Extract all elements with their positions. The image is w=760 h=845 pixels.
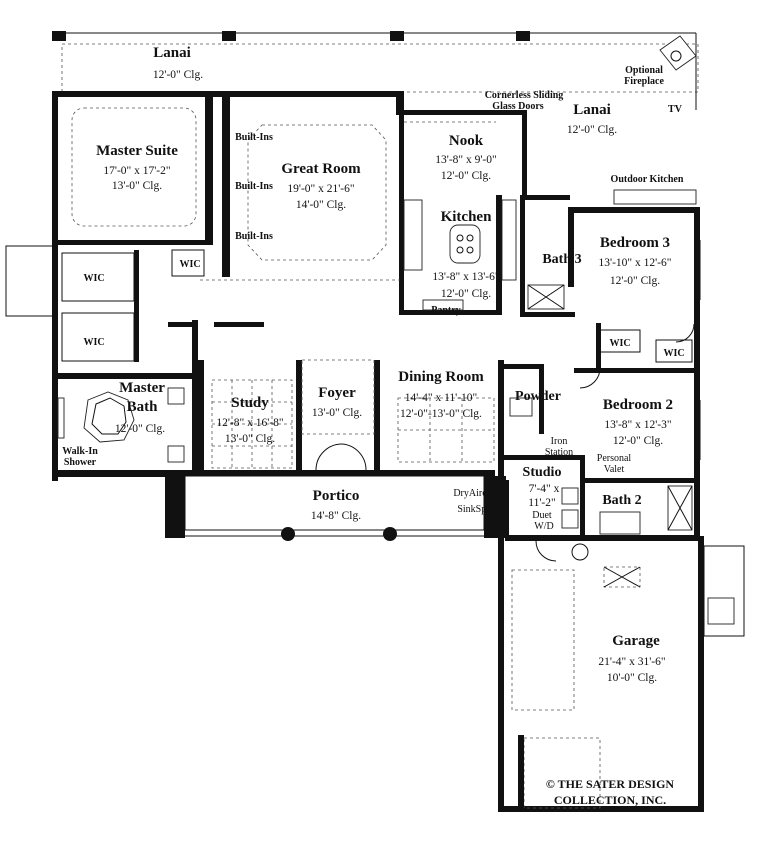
bedroom2-size: 13'-8" x 12'-3" — [604, 419, 671, 431]
foyer-name: Foyer — [318, 385, 356, 401]
lanai-right-name: Lanai — [573, 102, 611, 118]
dining-room-name: Dining Room — [398, 369, 484, 385]
tv-label: TV — [668, 104, 683, 115]
pantry-label: Pantry — [431, 305, 460, 316]
wic-label-master-3: WIC — [179, 259, 200, 270]
outdoor-kitchen-label: Outdoor Kitchen — [611, 174, 684, 185]
great-room-size: 19'-0" x 21'-6" — [287, 183, 354, 195]
foyer-clg: 13'-0" Clg. — [312, 407, 362, 419]
dining-room-clg: 12'-0"-13'-0" Clg. — [400, 408, 482, 420]
copyright-line-1: © THE SATER DESIGN — [546, 777, 675, 791]
lanai-left-clg: 12'-0" Clg. — [153, 69, 203, 81]
walk-in-shower-label-2: Shower — [64, 457, 97, 468]
bedroom3-name: Bedroom 3 — [600, 235, 670, 251]
bedroom3-clg: 12'-0" Clg. — [610, 275, 660, 287]
portico-name: Portico — [313, 488, 360, 504]
dryaire-label: DryAire — [453, 488, 487, 499]
bath3-name: Bath 3 — [542, 252, 581, 267]
bath2-name: Bath 2 — [602, 493, 641, 508]
nook-name: Nook — [449, 133, 484, 149]
study-size: 12'-8" x 16'-8" — [216, 417, 283, 429]
optional-fireplace-label-1: Optional — [625, 65, 663, 76]
optional-fireplace-label-2: Fireplace — [624, 76, 664, 87]
portico-outline — [184, 475, 485, 531]
studio-size-2: 11'-2" — [528, 497, 555, 509]
portico-clg: 14'-8" Clg. — [311, 510, 361, 522]
garage-name: Garage — [612, 633, 660, 649]
duet-label-2: W/D — [534, 521, 553, 532]
study-clg: 13'-0" Clg. — [225, 433, 275, 445]
left-side-structure — [5, 245, 57, 317]
kitchen-size: 13'-8" x 13'-6" — [432, 271, 499, 283]
bathtub-icon — [83, 391, 135, 443]
bedroom3-size: 13'-10" x 12'-6" — [599, 257, 672, 269]
walk-in-shower-label-1: Walk-In — [62, 446, 98, 457]
personal-valet-label-1: Personal — [597, 453, 632, 464]
duet-label-1: Duet — [532, 510, 552, 521]
garage-clg: 10'-0" Clg. — [607, 672, 657, 684]
nook-size: 13'-8" x 9'-0" — [435, 154, 496, 166]
kitchen-clg: 12'-0" Clg. — [441, 288, 491, 300]
built-ins-label-1: Built-Ins — [235, 132, 273, 143]
bedroom2-name: Bedroom 2 — [603, 397, 673, 413]
master-suite-size: 17'-0" x 17'-2" — [103, 165, 170, 177]
master-bath-name-1: Master — [119, 380, 165, 396]
master-suite-name: Master Suite — [96, 143, 178, 159]
lanai-left-name: Lanai — [153, 45, 191, 61]
wic-label-master-1: WIC — [83, 273, 104, 284]
sinkspa-label: SinkSpa — [457, 504, 491, 515]
lanai-right-clg: 12'-0" Clg. — [567, 124, 617, 136]
great-room-clg: 14'-0" Clg. — [296, 199, 346, 211]
nook-clg: 12'-0" Clg. — [441, 170, 491, 182]
studio-name: Studio — [523, 465, 562, 480]
sliding-doors-label-1: Cornerless Sliding — [485, 90, 564, 101]
master-bath-clg: 12'-0" Clg. — [115, 423, 165, 435]
master-suite-clg: 13'-0" Clg. — [112, 180, 162, 192]
column — [281, 527, 295, 541]
personal-valet-label-2: Valet — [604, 464, 625, 475]
powder-name: Powder — [515, 389, 561, 404]
wic-label-master-2: WIC — [83, 337, 104, 348]
garage-size: 21'-4" x 31'-6" — [598, 656, 665, 668]
fireplace-icon — [659, 35, 697, 71]
kitchen-name: Kitchen — [441, 209, 492, 225]
sliding-doors-label-2: Glass Doors — [492, 101, 544, 112]
bedroom2-clg: 12'-0" Clg. — [613, 435, 663, 447]
wic-label-bedroom3-b: WIC — [663, 348, 684, 359]
dining-room-size: 14'-4" x 11'-10" — [405, 392, 478, 404]
iron-station-label-1: Iron — [551, 436, 568, 447]
column — [383, 527, 397, 541]
study-name: Study — [231, 395, 269, 411]
kitchen-island — [449, 224, 481, 264]
copyright-line-2: COLLECTION, INC. — [554, 793, 666, 807]
built-ins-label-3: Built-Ins — [235, 231, 273, 242]
iron-station-label-2: Station — [545, 447, 573, 458]
master-bath-name-2: Bath — [127, 399, 159, 415]
great-room-name: Great Room — [281, 161, 361, 177]
wic-label-bedroom3-a: WIC — [609, 338, 630, 349]
studio-size-1: 7'-4" x — [529, 483, 560, 495]
built-ins-label-2: Built-Ins — [235, 181, 273, 192]
